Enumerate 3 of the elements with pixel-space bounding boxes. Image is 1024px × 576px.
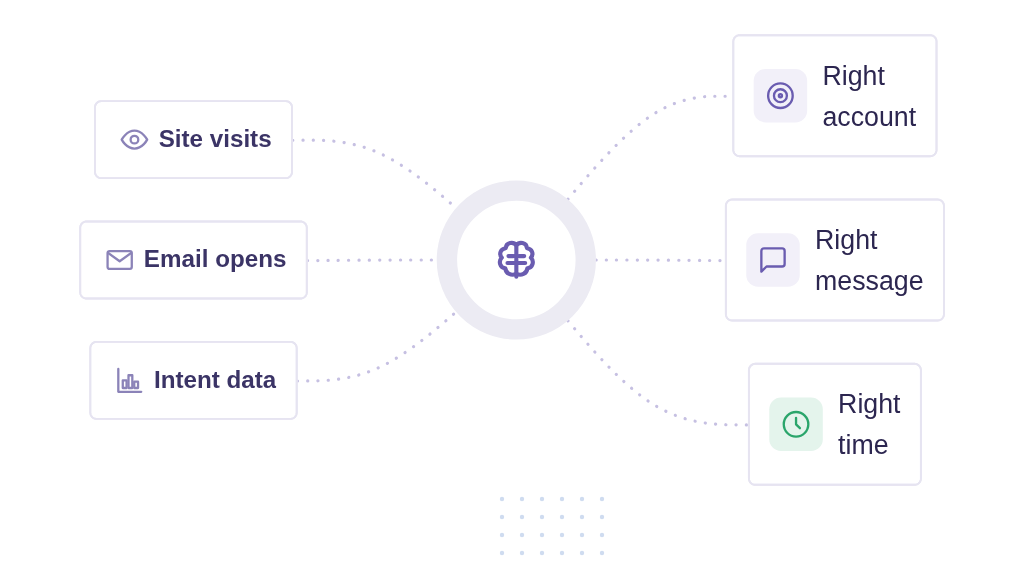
node-circle: [436, 180, 596, 340]
node-text: Right time: [838, 389, 901, 459]
node-text: Site visits: [158, 125, 272, 153]
